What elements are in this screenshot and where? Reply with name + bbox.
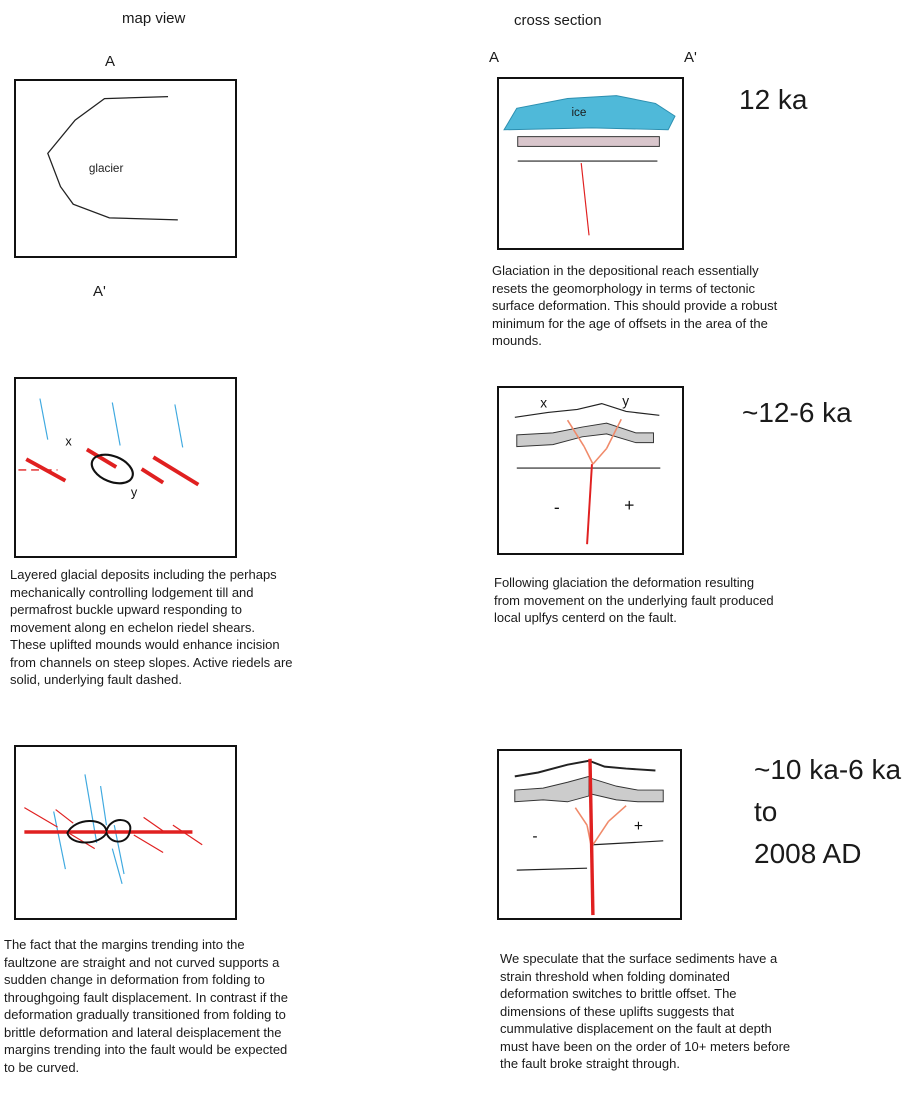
map-label-a-prime: A' [93, 283, 106, 300]
point-y-label: y [131, 484, 138, 499]
map-view-header: map view [122, 10, 185, 27]
riedel-map-drawing: x y [16, 379, 235, 556]
upthrown-plus-label: + [624, 495, 634, 515]
cross-panel-uplift: x y - + [497, 386, 684, 555]
glacier-label: glacier [89, 162, 124, 175]
map-panel-riedel-shears: x y [14, 377, 237, 558]
age-label-row3-line2: to [754, 792, 777, 832]
age-label-row3-line3: 2008 AD [754, 834, 861, 874]
glacier-map-drawing: glacier [16, 81, 235, 256]
base-line-right [593, 841, 663, 845]
age-label-row1: 12 ka [739, 80, 808, 120]
map-label-a: A [105, 53, 115, 70]
age-label-row3-line1: ~10 ka-6 ka [754, 750, 901, 790]
map-panel-glacier: glacier [14, 79, 237, 258]
riedel-dashed-blue [40, 399, 183, 448]
base-line-left [517, 868, 587, 870]
glaciation-cross-section-drawing: ice [499, 79, 682, 248]
folded-layer [517, 423, 654, 446]
caption-row2-map: Layered glacial deposits including the p… [10, 566, 380, 689]
point-x-label: x [540, 396, 547, 411]
riedel-thin-red [24, 808, 202, 853]
ice-sheet [504, 96, 675, 130]
surface-line [515, 761, 656, 777]
caption-row3-map: The fact that the margins trending into … [4, 936, 384, 1076]
downthrown-minus-label: - [532, 828, 537, 845]
uplift-cross-section-drawing: x y - + [499, 388, 682, 553]
fold-hinge-lines [575, 806, 626, 845]
riedel-dashed-blue [54, 774, 124, 883]
point-y-label: y [622, 394, 629, 409]
cross-panel-brittle-offset: - + [497, 749, 682, 920]
caption-row3-cross: We speculate that the surface sediments … [500, 950, 880, 1073]
surface-line [515, 404, 659, 418]
upthrown-plus-label: + [634, 818, 643, 835]
cross-label-a: A [489, 49, 499, 66]
downthrown-minus-label: - [554, 497, 560, 517]
cross-label-a-prime: A' [684, 49, 697, 66]
brittle-offset-cross-section-drawing: - + [499, 751, 680, 918]
caption-row2-cross: Following glaciation the deformation res… [494, 574, 854, 627]
folded-layer-right [591, 778, 663, 801]
cross-section-header: cross section [514, 12, 602, 29]
fault-line [587, 464, 592, 544]
sediment-layer [518, 137, 660, 147]
map-panel-through-fault [14, 745, 237, 920]
caption-row1-cross: Glaciation in the depositional reach ess… [492, 262, 852, 350]
age-label-row2: ~12-6 ka [742, 393, 852, 433]
point-x-label: x [65, 433, 72, 448]
through-fault-map-drawing [16, 747, 235, 918]
fault-line [581, 163, 589, 235]
folded-layer-left [515, 776, 589, 801]
ice-label: ice [571, 106, 586, 119]
cross-panel-glaciation: ice [497, 77, 684, 250]
